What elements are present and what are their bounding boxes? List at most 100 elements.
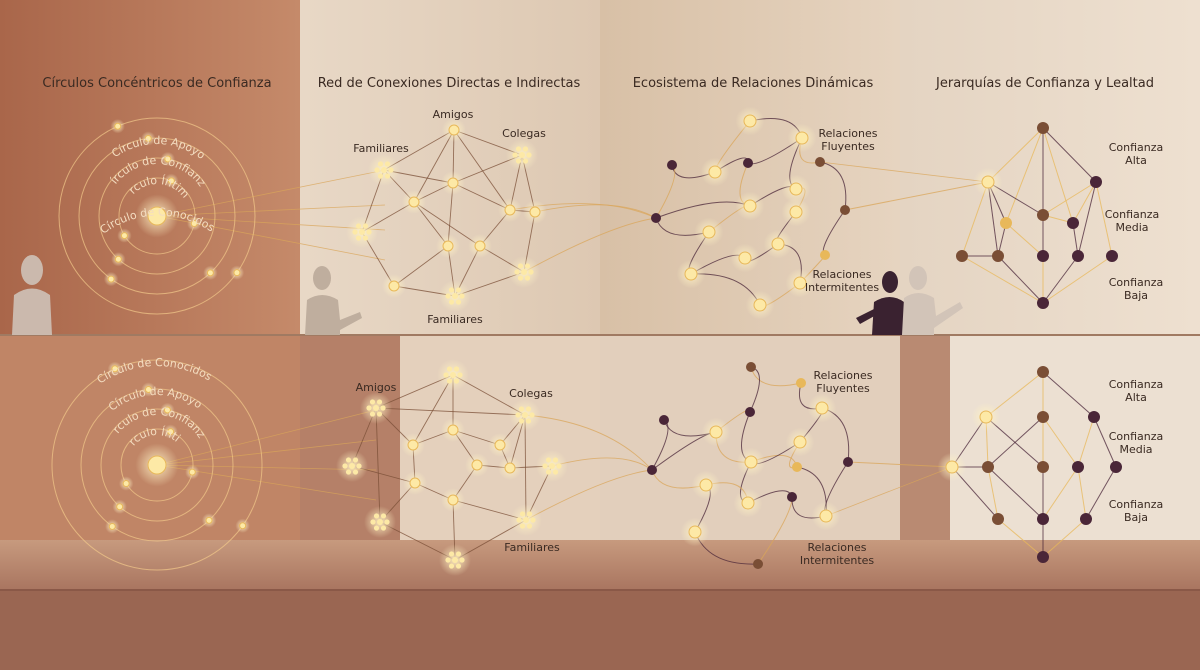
node <box>992 250 1004 262</box>
node <box>982 461 994 473</box>
node <box>105 519 120 534</box>
node <box>735 106 765 136</box>
node <box>843 457 853 467</box>
label-familiares-left-top: Familiares <box>353 142 409 155</box>
node <box>781 197 811 227</box>
node <box>647 465 657 475</box>
node <box>111 252 126 267</box>
node <box>185 464 200 480</box>
node <box>468 234 492 258</box>
node <box>743 158 753 168</box>
node <box>141 131 156 146</box>
node <box>360 392 392 424</box>
node <box>506 139 538 171</box>
node <box>1037 461 1049 473</box>
node <box>508 256 540 288</box>
node <box>164 173 179 189</box>
node <box>336 450 368 482</box>
node <box>787 492 797 502</box>
node <box>796 378 806 388</box>
node <box>753 559 763 569</box>
node <box>700 157 730 187</box>
node <box>201 513 217 528</box>
person-silhouette-1 <box>12 255 52 335</box>
node <box>971 402 1001 432</box>
node <box>785 268 815 298</box>
node <box>651 213 661 223</box>
node <box>235 518 250 533</box>
node <box>792 462 802 472</box>
node <box>1072 461 1084 473</box>
node <box>1037 122 1049 134</box>
node <box>364 506 396 538</box>
node <box>736 447 766 477</box>
node <box>763 229 793 259</box>
node <box>439 280 471 312</box>
node <box>510 504 542 536</box>
node <box>701 417 731 447</box>
node <box>488 433 512 457</box>
node <box>437 359 469 391</box>
title-network: Red de Conexiones Directas e Indirectas <box>317 76 581 91</box>
node <box>787 123 817 153</box>
node <box>785 427 815 457</box>
node <box>442 118 466 142</box>
node <box>498 456 522 480</box>
node <box>730 243 760 273</box>
node <box>135 443 179 487</box>
node <box>1072 250 1084 262</box>
node <box>441 418 465 442</box>
node <box>1037 411 1049 423</box>
network-nodes <box>103 106 1122 576</box>
node <box>807 393 837 423</box>
node <box>112 499 127 514</box>
node <box>937 452 967 482</box>
node <box>659 415 669 425</box>
node <box>1037 209 1049 221</box>
person-silhouette-4 <box>902 266 963 335</box>
node <box>1106 250 1118 262</box>
node <box>735 191 765 221</box>
node <box>1110 461 1122 473</box>
node <box>1067 217 1079 229</box>
node <box>1088 411 1100 423</box>
label-amigos-bottom: Amigos <box>355 381 397 394</box>
node <box>465 453 489 477</box>
node <box>187 216 202 231</box>
node <box>973 167 1003 197</box>
node <box>1000 217 1012 229</box>
node <box>1037 366 1049 378</box>
node <box>956 250 968 262</box>
node <box>820 250 830 260</box>
node <box>402 190 426 214</box>
node <box>1080 513 1092 525</box>
title-concentric-circles: Círculos Concéntricos de Confianza <box>42 76 272 91</box>
node <box>441 488 465 512</box>
node <box>781 174 811 204</box>
node <box>135 194 179 238</box>
label-familiares-bottom: Familiares <box>504 541 560 554</box>
node <box>441 171 465 195</box>
node <box>160 402 175 418</box>
node <box>815 157 825 167</box>
node <box>203 265 218 281</box>
node <box>676 259 706 289</box>
node <box>745 290 775 320</box>
node <box>403 471 427 495</box>
node <box>103 271 119 287</box>
node <box>346 216 378 248</box>
node <box>840 205 850 215</box>
node <box>117 228 132 243</box>
node <box>1037 551 1049 563</box>
node <box>160 151 176 167</box>
label-amigos-top: Amigos <box>432 108 474 121</box>
node <box>436 234 460 258</box>
